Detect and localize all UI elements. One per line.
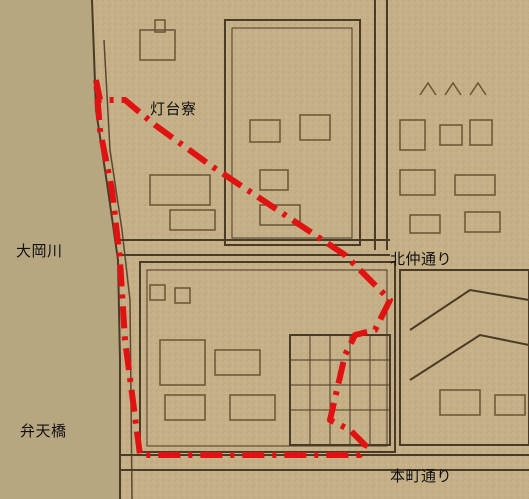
building-sketches	[139, 19, 526, 421]
label-benten-bridge: 弁天橋	[20, 422, 67, 440]
street-lines	[120, 0, 529, 471]
label-kitanaka-street: 北仲通り	[390, 250, 453, 268]
label-ooka-river: 大岡川	[16, 242, 63, 260]
label-honcho-street: 本町通り	[390, 467, 453, 485]
label-lighthouse-dormitory: 灯台寮	[150, 100, 197, 118]
river-area	[0, 0, 120, 499]
